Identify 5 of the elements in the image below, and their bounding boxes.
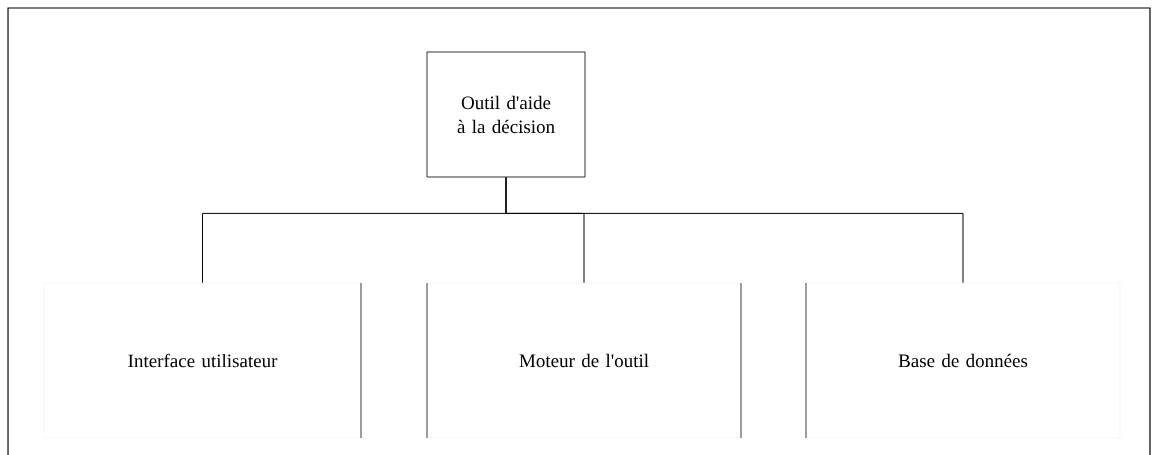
- connector-line: [505, 176, 964, 284]
- component-box: Moteur de l'outil: [426, 282, 742, 439]
- component-box: Base de données: [805, 282, 1121, 439]
- component-box: Interface utilisateur: [43, 282, 362, 439]
- title-box: Outil d'aide à la décision: [426, 51, 586, 178]
